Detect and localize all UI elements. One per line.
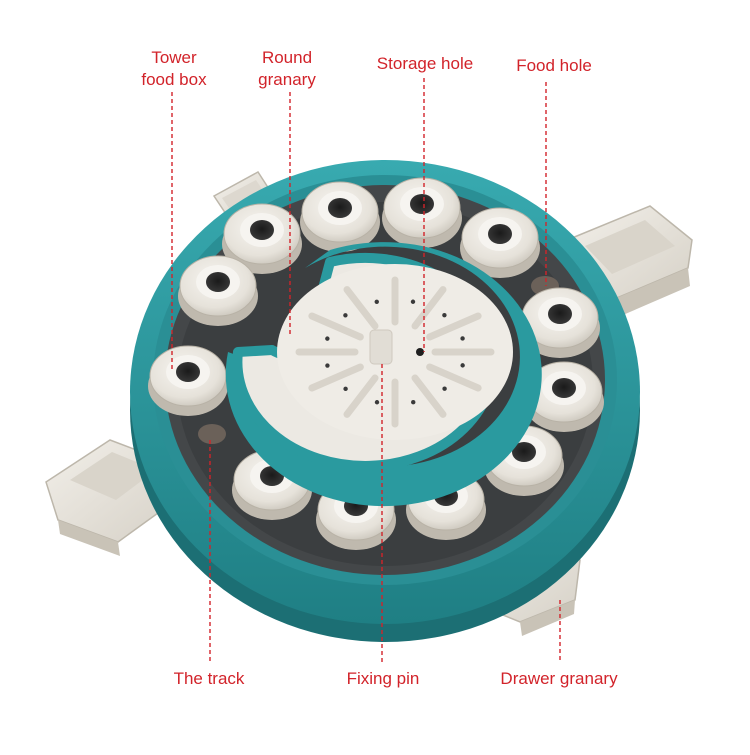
cup-hole (328, 198, 352, 218)
granary-rib (411, 374, 447, 418)
granary-dot (325, 336, 330, 341)
granary-dot (460, 336, 465, 341)
label-round-granary: Round granary (244, 47, 330, 91)
tower-cup (148, 345, 228, 416)
granary-rib (343, 286, 379, 330)
granary-ribs (295, 276, 495, 428)
granary-rib (426, 363, 482, 392)
tower-cup (300, 181, 380, 252)
fixing-pin-mark (369, 329, 393, 365)
granary-dot (442, 386, 447, 391)
cup-hole (206, 272, 230, 292)
cup-hole (552, 378, 576, 398)
label-food-hole: Food hole (516, 56, 592, 75)
tower-cup (178, 255, 258, 326)
tower-cup (460, 207, 540, 278)
label-tower-line2: food box (141, 70, 207, 89)
granary-dot (374, 299, 379, 304)
cup-hole (410, 194, 434, 214)
granary-dot (343, 313, 348, 318)
label-round-line1: Round (261, 48, 313, 67)
granary-dot (460, 363, 465, 368)
round-granary (225, 242, 542, 507)
granary-rib (426, 312, 482, 341)
label-drawer-granary: Drawer granary (500, 669, 618, 688)
label-fixing-pin: Fixing pin (346, 669, 420, 688)
granary-dot (411, 400, 416, 405)
label-tower-food-box: Tower food box (128, 47, 220, 91)
leader-lines (171, 78, 561, 662)
granary-rib (308, 312, 364, 341)
cup-hole (176, 362, 200, 382)
tower-cup (222, 203, 302, 274)
cup-hole (250, 220, 274, 240)
cup-hole (548, 304, 572, 324)
tower-cup (382, 177, 462, 248)
label-round-line2: granary (258, 70, 316, 89)
granary-dot (325, 363, 330, 368)
tower-cup (520, 287, 600, 358)
tower-cup (524, 361, 604, 432)
label-storage-hole: Storage hole (376, 54, 474, 73)
label-the-track: The track (173, 669, 245, 688)
granary-dot (442, 312, 447, 318)
granary-dot (374, 400, 380, 405)
label-tower-line1: Tower (151, 48, 197, 67)
granary-rib (308, 363, 364, 392)
granary-dot (343, 386, 348, 392)
granary-rib (411, 286, 447, 330)
cup-hole (488, 224, 512, 244)
storage-hole (416, 348, 424, 356)
granary-dot (410, 299, 416, 304)
granary-rib (343, 374, 379, 418)
cup-hole (512, 442, 536, 462)
